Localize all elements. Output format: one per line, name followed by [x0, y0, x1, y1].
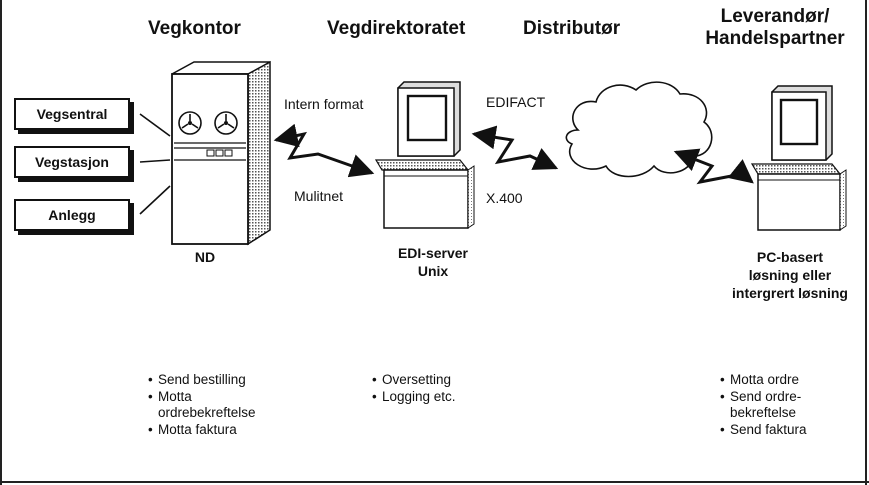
desktop-computer-icon — [374, 81, 475, 229]
connector-anlegg — [139, 185, 171, 215]
connector-vegsentral — [139, 113, 171, 137]
bullet-item: Motta faktura — [148, 422, 256, 439]
lightning-link-icon — [673, 148, 754, 185]
bullets-leverandor: Motta ordre Send ordre- bekreftelse Send… — [720, 372, 807, 438]
label-x400: X.400 — [486, 190, 523, 206]
bullet-item: Send faktura — [720, 422, 807, 439]
heading-vegdirektoratet: Vegdirektoratet — [327, 18, 466, 39]
bullet-item: Oversetting — [372, 372, 456, 389]
source-box-label: Anlegg — [48, 207, 96, 223]
desktop-computer-icon — [750, 85, 847, 231]
label-pc-line2: løsning eller — [748, 267, 832, 283]
mainframe-computer-icon — [171, 60, 271, 246]
cloud-icon — [565, 81, 713, 178]
bullet-item-continued: bekreftelse — [730, 405, 797, 420]
label-edifact: EDIFACT — [486, 94, 546, 110]
label-edi-server-line2: Unix — [417, 263, 449, 279]
source-box-anlegg: Anlegg — [14, 199, 130, 231]
bullet-item-continued: ordrebekreftelse — [158, 405, 256, 420]
source-connectors — [139, 113, 171, 215]
bullet-item: Send bestilling — [148, 372, 256, 389]
source-box-label: Vegstasjon — [35, 154, 109, 170]
bullet-item: Motta ordre — [720, 372, 807, 389]
connector-vegstasjon — [139, 159, 171, 163]
label-pc-line1: PC-basert — [756, 249, 824, 265]
heading-leverandor-line2: Handelspartner — [705, 28, 845, 49]
source-box-label: Vegsentral — [36, 106, 108, 122]
label-nd: ND — [194, 249, 216, 265]
label-pc-line3: intergrert løsning — [732, 285, 848, 301]
source-box-vegstasjon: Vegstasjon — [14, 146, 130, 178]
frame-right-edge — [865, 0, 867, 485]
heading-vegkontor: Vegkontor — [148, 18, 241, 39]
bullet-item: Motta — [148, 389, 256, 406]
label-pc: PC-basert løsning eller intergrert løsni… — [716, 248, 864, 302]
lightning-link-icon — [273, 123, 375, 178]
source-box-vegsentral: Vegsentral — [14, 98, 130, 130]
bullet-item: Send ordre- — [720, 389, 807, 406]
label-mulitnet: Mulitnet — [294, 188, 344, 204]
frame-left-edge — [0, 0, 2, 485]
frame-bottom-edge — [0, 481, 869, 483]
label-edi-server: EDI-server Unix — [378, 244, 488, 280]
bullets-vegdirektoratet: Oversetting Logging etc. — [372, 372, 456, 405]
label-edi-server-line1: EDI-server — [397, 245, 469, 261]
heading-distributor: Distributør — [523, 18, 621, 39]
lightning-link-icon — [471, 125, 559, 170]
heading-leverandor: Leverandør/ Handelspartner — [690, 6, 860, 50]
label-intern-format: Intern format — [284, 96, 364, 112]
bullet-item: Logging etc. — [372, 389, 456, 406]
heading-leverandor-line1: Leverandør/ — [720, 6, 830, 27]
bullets-vegkontor: Send bestilling Motta ordrebekreftelse M… — [148, 372, 256, 438]
